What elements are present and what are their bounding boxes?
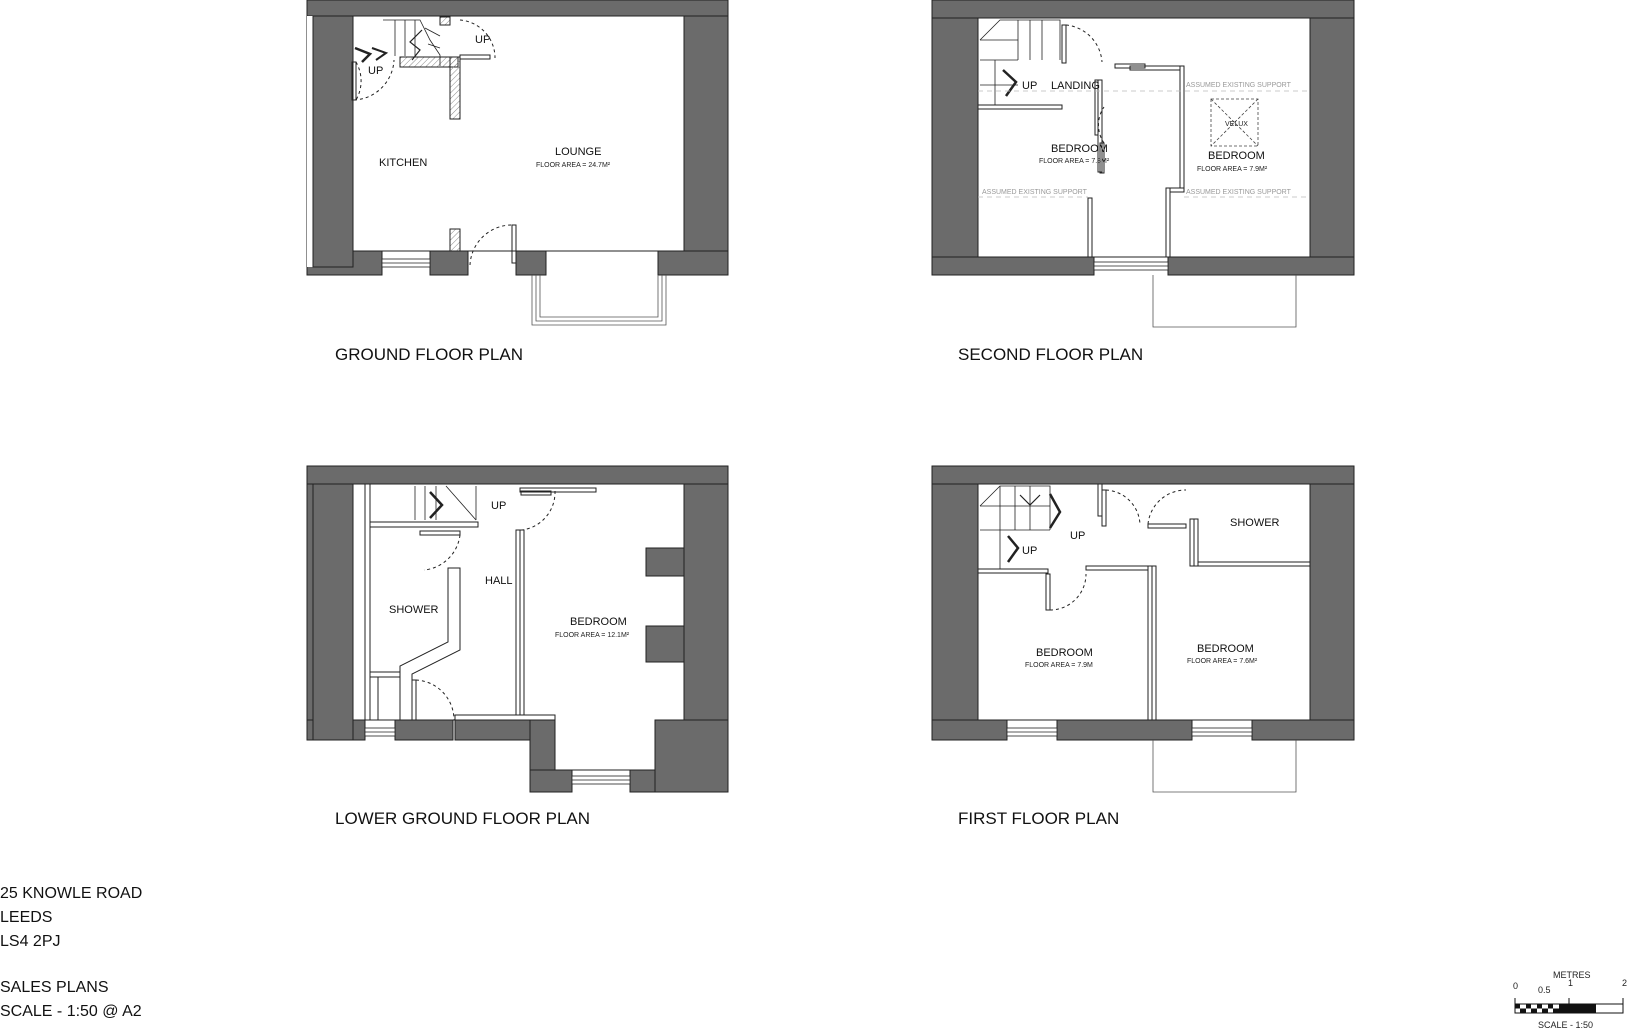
second-floor-title: SECOND FLOOR PLAN bbox=[958, 345, 1143, 364]
address-block: 25 KNOWLE ROAD LEEDS LS4 2PJ bbox=[0, 882, 142, 954]
second-up-label: UP bbox=[1022, 80, 1037, 92]
lower-partitions bbox=[364, 483, 597, 721]
first-floor-plan: UP UP SHOWER BEDROOM FLOOR AREA = 7.9M B… bbox=[931, 465, 1355, 828]
ground-bay bbox=[531, 275, 667, 326]
ground-partition bbox=[399, 16, 461, 252]
first-bedroom-a-area: FLOOR AREA = 7.9M bbox=[1025, 662, 1093, 669]
lower-ground-floor-title: LOWER GROUND FLOOR PLAN bbox=[335, 809, 590, 828]
scale-unit-label: METRES bbox=[1553, 970, 1591, 980]
ground-interior bbox=[352, 15, 685, 252]
second-dormer-outline bbox=[1152, 275, 1297, 328]
ground-up-label-1: UP bbox=[368, 65, 383, 77]
ground-floor-title: GROUND FLOOR PLAN bbox=[335, 345, 523, 364]
second-bedroom-b-area: FLOOR AREA = 7.9M² bbox=[1197, 166, 1268, 173]
second-bedroom-b-label: BEDROOM bbox=[1208, 150, 1265, 162]
lower-shower-label: SHOWER bbox=[389, 604, 439, 616]
landing-label: LANDING bbox=[1051, 80, 1100, 92]
first-shower-label: SHOWER bbox=[1230, 517, 1280, 529]
ground-doors bbox=[351, 19, 517, 266]
scale-tick-2: 2 bbox=[1622, 978, 1627, 988]
first-stairs bbox=[979, 485, 1062, 569]
address-line-2: LEEDS bbox=[0, 909, 53, 926]
scale-caption: SCALE - 1:50 bbox=[1538, 1020, 1593, 1030]
address-line-1: 25 KNOWLE ROAD bbox=[0, 885, 143, 902]
sheet-info-line-2: SCALE - 1:50 @ A2 bbox=[0, 1003, 142, 1020]
first-bedroom-a-label: BEDROOM bbox=[1036, 647, 1093, 659]
hall-label: HALL bbox=[485, 575, 513, 587]
first-bedroom-b-label: BEDROOM bbox=[1197, 643, 1254, 655]
second-walls bbox=[931, 0, 1355, 276]
lower-bedroom-area: FLOOR AREA = 12.1M² bbox=[555, 632, 630, 639]
lower-windows bbox=[364, 727, 631, 785]
support-label-right: ASSUMED EXISTING SUPPORT bbox=[1186, 189, 1292, 196]
address-line-3: LS4 2PJ bbox=[0, 933, 61, 950]
sheet-info-block: SALES PLANS SCALE - 1:50 @ A2 bbox=[0, 976, 142, 1024]
second-support-lines bbox=[978, 90, 1310, 198]
lower-bedroom-label: BEDROOM bbox=[570, 616, 627, 628]
lower-up-label: UP bbox=[491, 500, 506, 512]
lounge-label: LOUNGE bbox=[555, 146, 601, 158]
second-floor-plan: ASSUMED EXISTING SUPPORT ASSUMED EXISTIN… bbox=[931, 0, 1355, 364]
support-label-top: ASSUMED EXISTING SUPPORT bbox=[1186, 82, 1292, 89]
ground-up-label-2: UP bbox=[475, 34, 490, 46]
sheet-info-line-1: SALES PLANS bbox=[0, 979, 109, 996]
velux-window bbox=[1210, 98, 1259, 147]
first-bedroom-b-area: FLOOR AREA = 7.6M² bbox=[1187, 658, 1258, 665]
first-up-label-2: UP bbox=[1070, 530, 1085, 542]
first-windows bbox=[1006, 727, 1253, 737]
first-partitions bbox=[977, 483, 1311, 721]
scale-tick-1: 1 bbox=[1568, 978, 1573, 988]
second-window bbox=[1093, 261, 1169, 271]
scale-tick-0: 0 bbox=[1513, 981, 1518, 991]
lower-ground-floor-plan: UP HALL SHOWER BEDROOM FLOOR AREA = 12.1… bbox=[306, 465, 729, 828]
ground-stairs bbox=[354, 19, 441, 66]
second-bedroom-a-label: BEDROOM bbox=[1051, 143, 1108, 155]
second-partitions bbox=[977, 65, 1185, 258]
velux-label: VELUX bbox=[1225, 121, 1248, 128]
first-up-label-1: UP bbox=[1022, 545, 1037, 557]
kitchen-label: KITCHEN bbox=[379, 157, 427, 169]
lounge-area: FLOOR AREA = 24.7M² bbox=[536, 162, 611, 169]
support-label-left: ASSUMED EXISTING SUPPORT bbox=[982, 189, 1088, 196]
ground-floor-plan: KITCHEN LOUNGE FLOOR AREA = 24.7M² UP UP… bbox=[306, 0, 729, 364]
scale-bar: METRES 0 0.5 1 2 SCALE - 1:50 bbox=[1513, 970, 1627, 1030]
second-doors bbox=[1061, 24, 1146, 174]
first-dormer-outline bbox=[1152, 740, 1297, 793]
lower-stairs bbox=[414, 485, 477, 521]
first-floor-title: FIRST FLOOR PLAN bbox=[958, 809, 1119, 828]
ground-windows bbox=[381, 258, 431, 268]
second-bedroom-a-area: FLOOR AREA = 7.8M² bbox=[1039, 158, 1110, 165]
scale-tick-05: 0.5 bbox=[1538, 985, 1551, 995]
first-doors bbox=[1045, 489, 1187, 611]
lower-doors bbox=[411, 490, 556, 721]
